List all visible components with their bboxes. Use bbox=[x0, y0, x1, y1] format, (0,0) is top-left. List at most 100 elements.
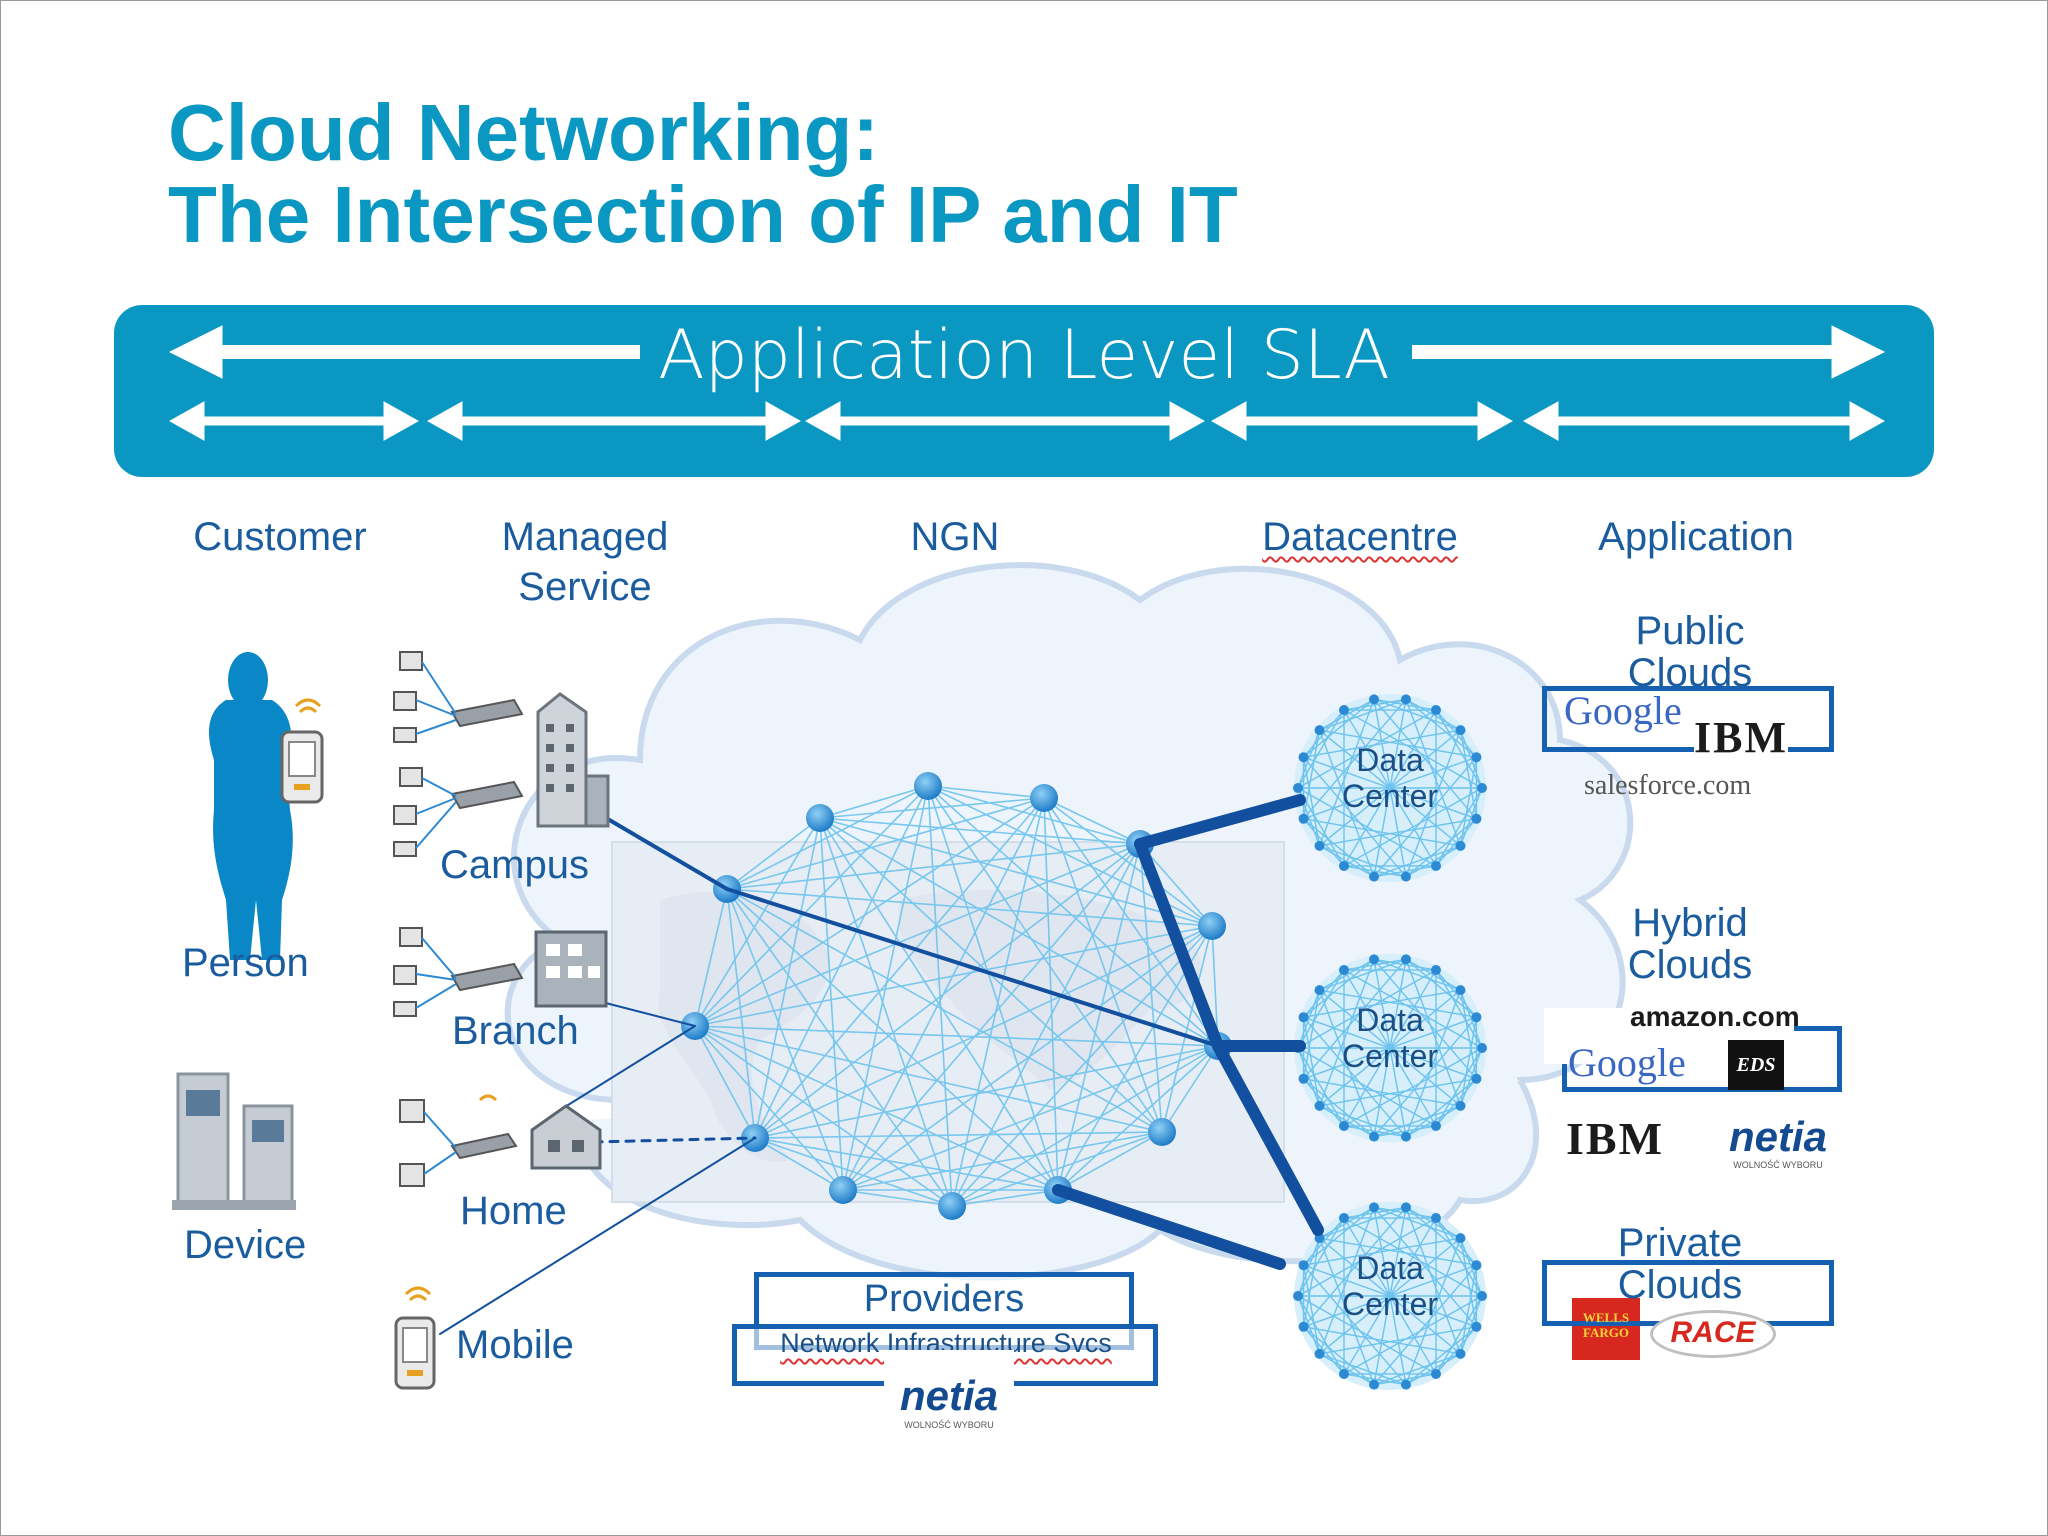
dc-node bbox=[1339, 1368, 1349, 1379]
link-home-to-mesh bbox=[559, 1025, 696, 1111]
mesh-link bbox=[694, 1025, 1163, 1133]
dc-mesh-link bbox=[1319, 698, 1375, 731]
mesh-link bbox=[754, 817, 821, 1139]
mesh-node bbox=[1198, 912, 1226, 940]
dc-mesh-link bbox=[1343, 698, 1407, 711]
ibm-logo-hybrid: IBM bbox=[1566, 1113, 1664, 1164]
dc-mesh-link bbox=[1318, 699, 1375, 847]
person-label: Person bbox=[182, 941, 309, 985]
campus-label: Campus bbox=[440, 843, 589, 887]
mesh-link bbox=[842, 1189, 953, 1207]
mesh-link bbox=[951, 797, 1045, 1207]
link-branch-to-mesh bbox=[593, 999, 696, 1027]
atm-device-icon bbox=[172, 1072, 296, 1210]
google-logo-hybrid: Google bbox=[1568, 1040, 1686, 1085]
dc-mesh-link bbox=[1318, 959, 1375, 1107]
dc-mesh-link bbox=[1435, 1295, 1483, 1375]
dc-mesh-link bbox=[1373, 1264, 1477, 1386]
dc-mesh-link bbox=[1297, 1295, 1345, 1375]
dc-mesh-link bbox=[1303, 1206, 1407, 1328]
dc-mesh-link bbox=[1435, 1047, 1483, 1127]
dc-mesh-link bbox=[1297, 1217, 1437, 1297]
dc-node bbox=[1455, 1100, 1466, 1111]
dc-mesh-link bbox=[1405, 698, 1477, 758]
dc-node bbox=[1471, 1321, 1482, 1332]
dc-node bbox=[1400, 871, 1411, 882]
sla-banner-text: Application Level SLA bbox=[658, 316, 1390, 395]
mesh-link bbox=[754, 797, 1045, 1139]
dc1-line-1: Data bbox=[1356, 742, 1424, 778]
dc-node bbox=[1298, 1012, 1309, 1023]
dc-mesh-link bbox=[1302, 757, 1321, 846]
mesh-link bbox=[754, 1137, 1059, 1191]
mesh-link bbox=[694, 785, 929, 1027]
dc-mesh-link bbox=[1297, 969, 1345, 1049]
mesh-link bbox=[842, 843, 1141, 1191]
sla-banner bbox=[114, 305, 1934, 477]
mesh-link bbox=[694, 1025, 1219, 1047]
dc-node bbox=[1369, 1379, 1380, 1390]
dc-node bbox=[1400, 694, 1411, 705]
link-home-dashed bbox=[592, 1136, 757, 1144]
mesh-link bbox=[842, 1131, 1163, 1191]
mesh-link bbox=[726, 888, 1163, 1133]
dc-mesh-link bbox=[1373, 1353, 1461, 1386]
data-center-3-label: Data Center bbox=[1320, 1250, 1460, 1322]
mesh-link bbox=[951, 843, 1141, 1207]
mesh-link bbox=[1211, 925, 1219, 1047]
dc-mesh-link bbox=[1303, 709, 1345, 758]
branch-devices-icon bbox=[393, 927, 524, 1017]
dc-mesh-link bbox=[1459, 1238, 1478, 1327]
dc-mesh-link bbox=[1459, 757, 1478, 846]
dc-mesh-link bbox=[1297, 1217, 1345, 1297]
dc-mesh-link bbox=[1405, 1078, 1477, 1138]
netia-logo-hybrid: netia WOLNOŚĆ WYBORU bbox=[1718, 1104, 1838, 1171]
mesh-link bbox=[694, 1025, 953, 1207]
dc-mesh-link bbox=[1373, 756, 1477, 878]
home-house-icon bbox=[530, 1104, 602, 1170]
title-line-1: Cloud Networking: bbox=[168, 88, 880, 177]
dc-mesh-link bbox=[1405, 818, 1477, 878]
campus-devices-icon bbox=[393, 651, 524, 857]
column-managed-line-1: Managed bbox=[501, 515, 669, 559]
dc-node bbox=[1293, 1291, 1303, 1301]
column-ngn: NGN bbox=[910, 515, 1000, 559]
dc-mesh-link bbox=[1302, 1265, 1321, 1354]
dc-mesh-link bbox=[1303, 818, 1375, 878]
dc-mesh-link bbox=[1302, 1238, 1321, 1327]
mesh-node bbox=[1030, 784, 1058, 812]
dc-mesh-link bbox=[1405, 729, 1462, 877]
segment-arrow-datacentre bbox=[1210, 401, 1514, 441]
mesh-node bbox=[1148, 1118, 1176, 1146]
dc-mesh-link bbox=[1373, 1206, 1437, 1219]
mesh-link bbox=[726, 888, 756, 1139]
dc-mesh-link bbox=[1343, 958, 1407, 971]
dc-node bbox=[1339, 1213, 1349, 1224]
dc-mesh-link bbox=[1303, 1078, 1375, 1138]
mesh-link bbox=[842, 785, 929, 1191]
dc-node bbox=[1369, 694, 1380, 705]
mesh-link bbox=[694, 843, 1141, 1027]
mesh-link bbox=[1161, 925, 1213, 1133]
mesh-link bbox=[754, 1137, 953, 1207]
dc-mesh-link bbox=[1405, 958, 1477, 1018]
dc-node bbox=[1400, 1202, 1411, 1213]
slide-title: Cloud Networking: The Intersection of IP… bbox=[168, 92, 1238, 256]
dc-mesh-link bbox=[1297, 1047, 1345, 1127]
dc-node bbox=[1314, 725, 1325, 736]
dc-mesh-link bbox=[1303, 958, 1375, 1018]
mesh-link bbox=[842, 1045, 1219, 1191]
mesh-link bbox=[927, 785, 1045, 799]
dc-mesh-link bbox=[1405, 958, 1461, 991]
dc-mesh-link bbox=[1319, 958, 1407, 991]
dc-mesh-link bbox=[1405, 1206, 1477, 1266]
mesh-link bbox=[927, 785, 1141, 845]
dc-node bbox=[1298, 752, 1309, 763]
dc-mesh-link bbox=[1343, 1206, 1407, 1219]
dc-mesh-link bbox=[1459, 1017, 1478, 1106]
netia-logo-hybrid-text: netia bbox=[1728, 1113, 1828, 1160]
dc-node bbox=[1431, 705, 1441, 716]
column-customer: Customer bbox=[193, 515, 367, 559]
dc-mesh-link bbox=[1303, 969, 1345, 1018]
mesh-link bbox=[1057, 1131, 1163, 1191]
